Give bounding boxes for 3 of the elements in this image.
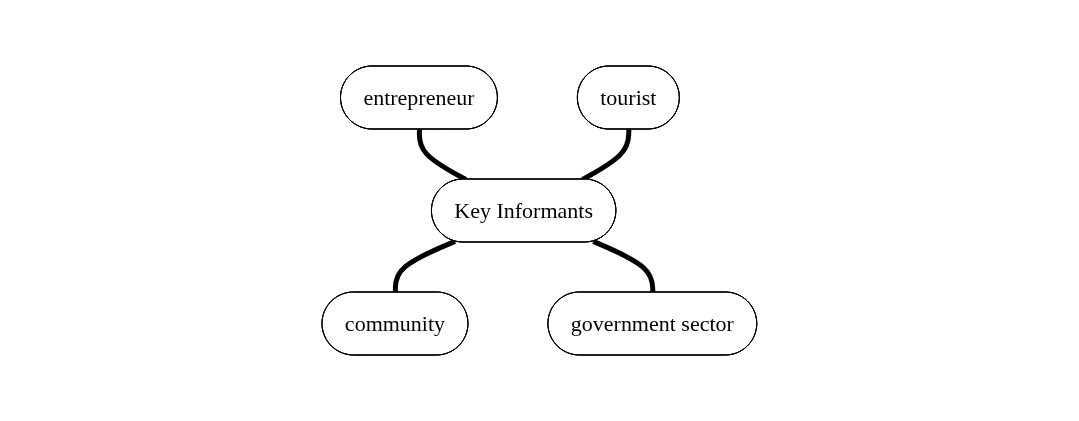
connector-line	[581, 129, 632, 182]
connector-line	[592, 239, 656, 293]
connector-line	[393, 239, 457, 293]
